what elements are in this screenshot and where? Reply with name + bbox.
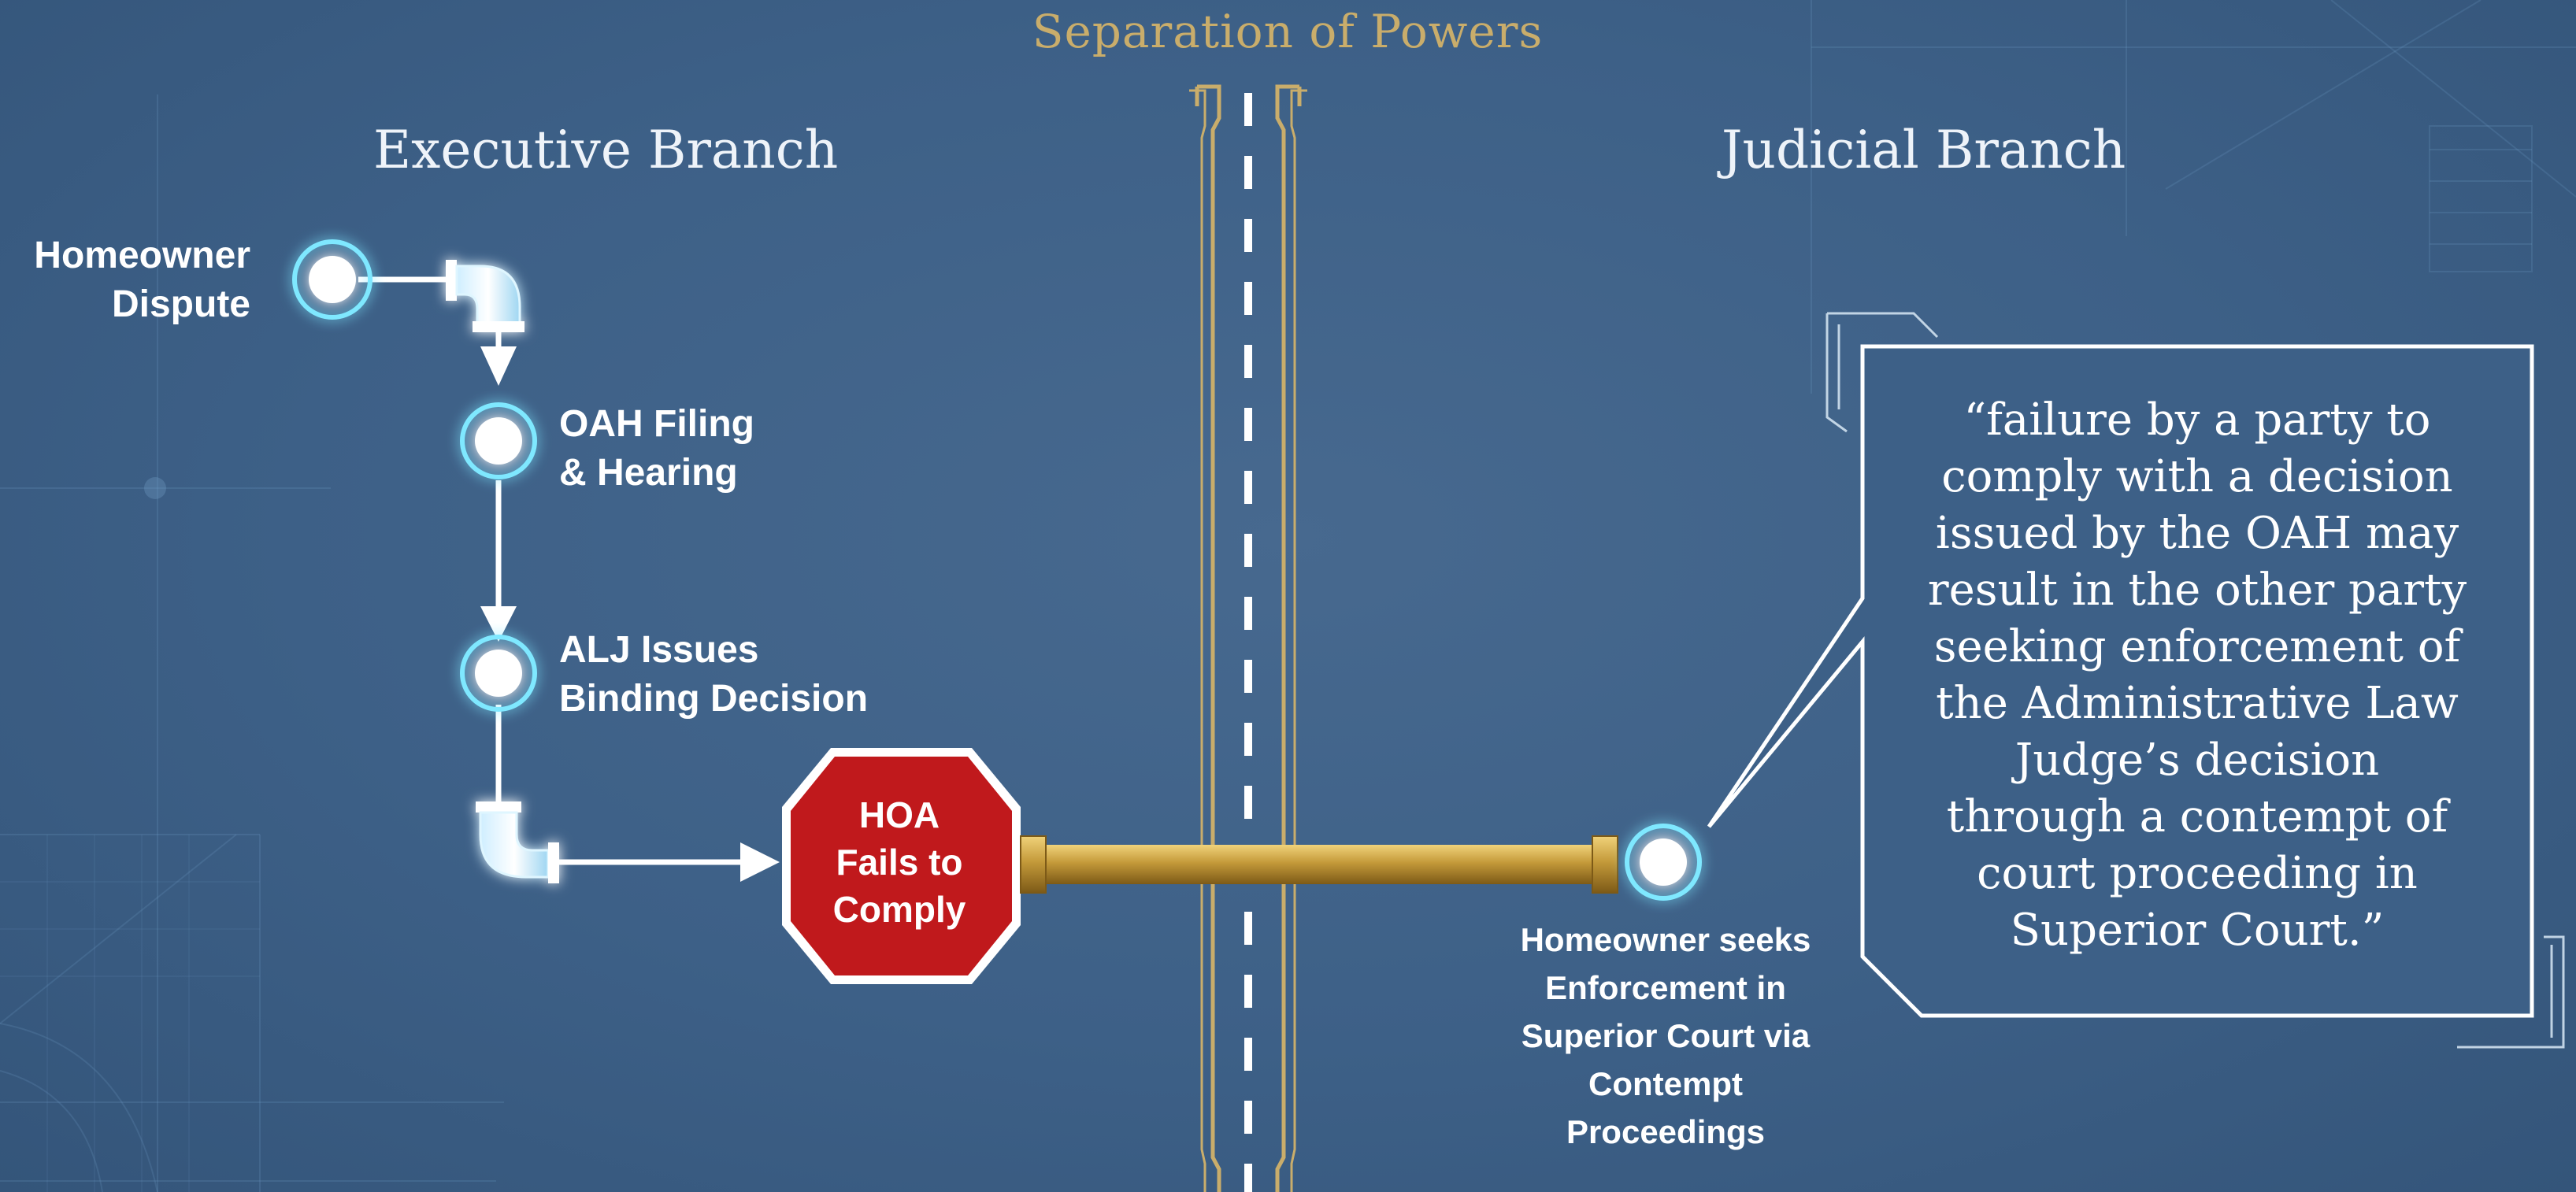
enforcement-line: Proceedings (1566, 1113, 1766, 1150)
enforcement-line: Enforcement in (1545, 969, 1786, 1006)
quote-callout (1707, 312, 2565, 1049)
arrow-down-icon (480, 346, 517, 386)
enforcement-line: Homeowner seeks (1520, 921, 1811, 958)
quote-line: result in the other party (1927, 565, 2467, 616)
quote-line: through a contempt of (1946, 791, 2448, 842)
page-title: Separation of Powers (1032, 5, 1544, 58)
enforcement-line: Contempt (1588, 1065, 1743, 1102)
quote-line: “failure by a party to (1963, 394, 2431, 446)
pipe-elbow-top (446, 260, 524, 332)
stop-sign (782, 748, 1021, 984)
dispute-label: Homeowner Dispute (0, 231, 250, 329)
judicial-branch-heading: Judicial Branch (1722, 120, 2126, 180)
node-filing (460, 402, 537, 479)
decision-label-line: Binding Decision (559, 678, 869, 720)
quote-line: Judge’s decision (2014, 735, 2380, 786)
quote-text: “failure by a party to comply with a dec… (1906, 392, 2489, 959)
stop-sign-line: Comply (832, 889, 966, 930)
dispute-label-line: Homeowner (34, 235, 250, 276)
quote-line: the Administrative Law (1936, 678, 2459, 729)
gold-pipe (1020, 835, 1618, 894)
quote-line: comply with a decision (1941, 451, 2453, 502)
arrow-down-icon (480, 606, 517, 642)
pipe-elbow-bottom (476, 801, 559, 883)
filing-label-line: OAH Filing (559, 403, 754, 445)
separation-divider (1189, 84, 1307, 1192)
quote-line: issued by the OAH may (1935, 508, 2459, 559)
stop-sign-text: HOA Fails to Comply (781, 791, 1017, 933)
quote-line: court proceeding in (1977, 848, 2418, 899)
decision-label: ALJ Issues Binding Decision (559, 626, 868, 724)
node-decision (460, 635, 537, 712)
arrow-right-icon (740, 842, 780, 882)
flow-connectors (358, 276, 752, 865)
enforcement-line: Superior Court via (1521, 1017, 1811, 1054)
decision-label-line: ALJ Issues (559, 629, 759, 671)
stop-sign-line: Fails to (836, 842, 963, 883)
quote-line: seeking enforcement of (1933, 621, 2461, 672)
executive-branch-heading: Executive Branch (373, 120, 839, 180)
quote-line: Superior Court.” (2010, 905, 2385, 956)
filing-label-line: & Hearing (559, 452, 738, 494)
node-dispute (292, 239, 373, 320)
flow-arrowheads (480, 346, 780, 882)
enforcement-label: Homeowner seeks Enforcement in Superior … (1461, 916, 1870, 1156)
filing-label: OAH Filing & Hearing (559, 400, 754, 498)
node-enforcement (1625, 824, 1702, 901)
stop-sign-line: HOA (858, 794, 940, 835)
dispute-label-line: Dispute (111, 283, 250, 325)
